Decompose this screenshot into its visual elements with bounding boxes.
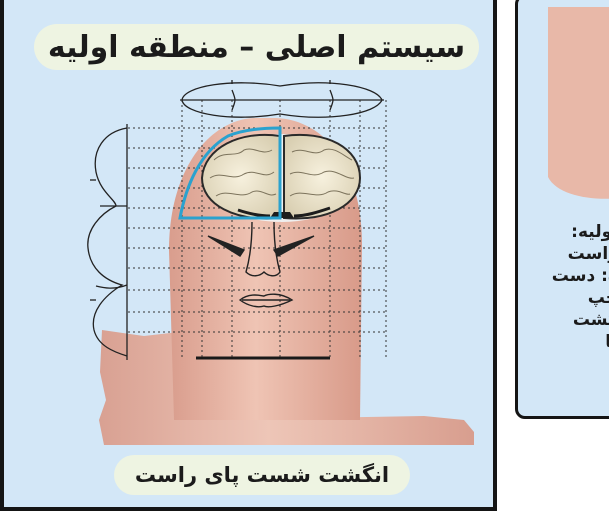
- side-line: راست: [515, 243, 609, 265]
- side-lobes-outline: [88, 124, 127, 360]
- diagram-caption: انگشت شست پای راست: [114, 455, 410, 495]
- top-lobes-outline: [180, 80, 384, 117]
- side-line: ه: دست: [515, 265, 609, 287]
- side-panel: اولیه: راست ه: دست چپ گشت پا: [515, 0, 609, 419]
- side-toe-illustration: [518, 0, 609, 217]
- main-panel: سیستم اصلی – منطقه اولیه: [0, 0, 497, 511]
- side-line: پا: [515, 331, 609, 353]
- side-line: اولیه:: [515, 221, 609, 243]
- side-line: چپ: [515, 287, 609, 309]
- side-panel-text: اولیه: راست ه: دست چپ گشت پا: [515, 221, 609, 353]
- side-line: گشت: [515, 309, 609, 331]
- toe-face-illustration: [4, 0, 501, 511]
